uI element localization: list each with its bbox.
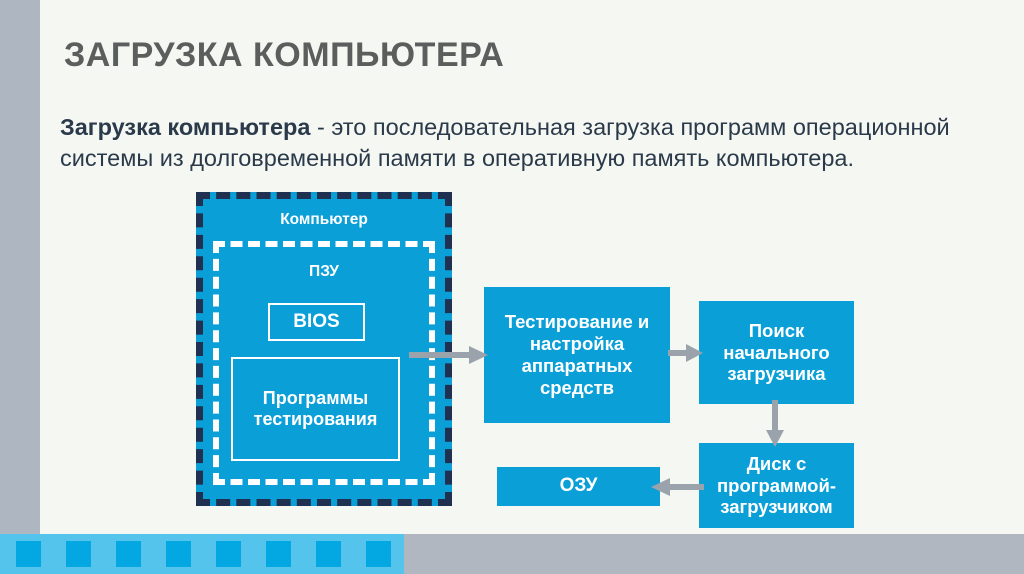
accent-square-decoration [266, 541, 291, 567]
left-rail-decoration [0, 0, 40, 540]
arrow-right-icon-testing-to-search [668, 344, 703, 362]
intro-rest-text: - это последовательная загрузка программ… [60, 113, 950, 171]
box-bootloader-search-label: Поиск начального загрузчика [723, 319, 830, 385]
accent-square-decoration [66, 541, 91, 567]
accent-square-decoration [216, 541, 241, 567]
intro-lead-term: Загрузка компьютера [60, 113, 311, 140]
box-hardware-testing-label: Тестирование и настройка аппаратных сред… [504, 311, 650, 398]
page-title: ЗАГРУЗКА КОМПЬЮТЕРА [64, 35, 505, 74]
container-rom: ПЗУ [213, 241, 435, 485]
box-ram: ОЗУ [497, 467, 660, 506]
bottom-accent-strip [0, 534, 404, 574]
box-hardware-testing: Тестирование и настройка аппаратных сред… [484, 287, 670, 423]
box-ram-label: ОЗУ [559, 475, 598, 497]
container-computer-label: Компьютер [280, 211, 368, 228]
container-rom-label: ПЗУ [309, 263, 339, 280]
box-boot-disk-label: Диск с программой-загрузчиком [716, 452, 837, 518]
accent-square-decoration [116, 541, 141, 567]
accent-square-decoration [16, 541, 41, 567]
intro-paragraph: Загрузка компьютера - это последовательн… [60, 112, 1000, 174]
arrow-down-icon-search-to-disk [766, 400, 784, 447]
arrow-left-icon-disk-to-ram [651, 478, 704, 496]
box-bootloader-search: Поиск начального загрузчика [699, 301, 854, 404]
accent-square-decoration [316, 541, 341, 567]
box-bios: BIOS [268, 303, 365, 341]
box-test-programs-label: Программы тестирования [253, 387, 378, 429]
box-boot-disk: Диск с программой-загрузчиком [699, 443, 854, 528]
box-test-programs: Программы тестирования [231, 357, 400, 461]
arrow-right-icon-computer-to-testing [409, 346, 488, 364]
accent-square-decoration [366, 541, 391, 567]
box-bios-label: BIOS [293, 310, 340, 332]
accent-square-decoration [166, 541, 191, 567]
